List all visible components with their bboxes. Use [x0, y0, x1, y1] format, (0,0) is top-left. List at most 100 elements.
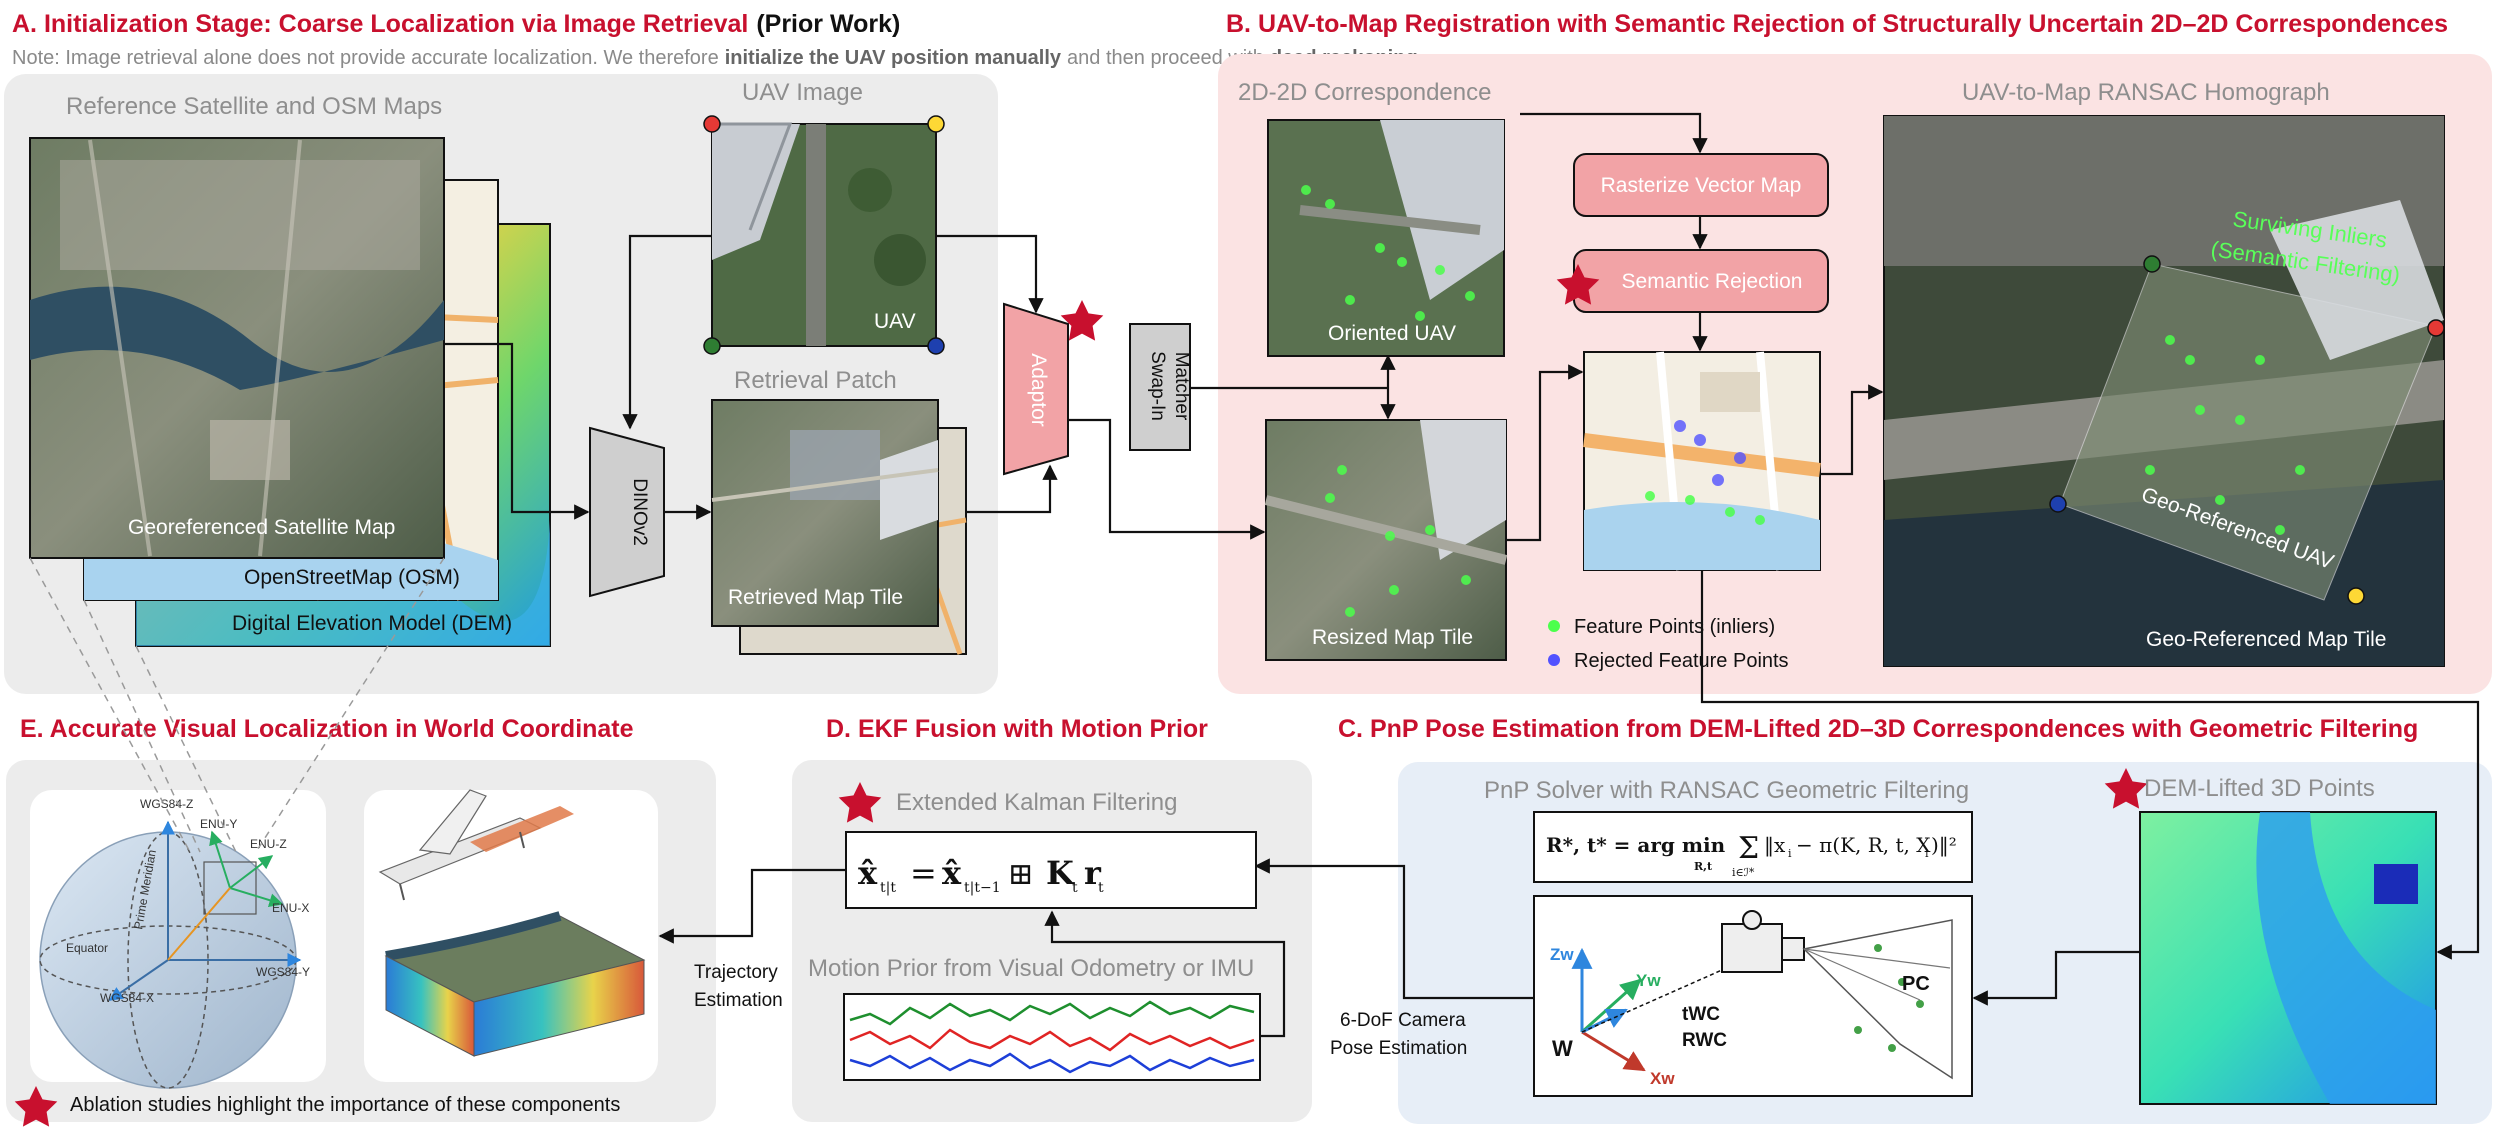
- arrow-top-to-rasterize: [1520, 112, 1708, 154]
- terrain-model: [384, 911, 646, 1057]
- svg-text:t|t−1: t|t−1: [964, 880, 1001, 896]
- svg-text:t: t: [1098, 880, 1104, 896]
- axis-xw: [1581, 1030, 1646, 1072]
- section-a-note: Note: Image retrieval alone does not pro…: [12, 47, 1423, 69]
- arrow-dem-to-pnp: [1972, 950, 2140, 1006]
- uav-corner-green: [703, 337, 721, 355]
- dem-lifted-title: DEM-Lifted 3D Points: [2144, 775, 2375, 802]
- ekf-star-icon: [838, 782, 882, 823]
- geo-tile-label: Geo-Referenced Map Tile: [2146, 628, 2386, 651]
- legend-rejected-dot: [1548, 654, 1560, 666]
- pnp-formula: R*, t* = arg min R,t Σ i∈ℐ* ‖x i − π(K, …: [1546, 831, 1957, 879]
- svg-text:=: =: [910, 854, 937, 892]
- swap-in-label-2: Matcher: [1171, 352, 1192, 421]
- swap-in-label-1: Swap-In: [1147, 351, 1168, 421]
- pnp-title: PnP Solver with RANSAC Geometric Filteri…: [1484, 777, 1969, 804]
- section-b-title: B. UAV-to-Map Registration with Semantic…: [1226, 10, 2448, 38]
- adaptor-label: Adaptor: [1027, 353, 1050, 427]
- ekf-formula: x̂ t|t = x̂ t|t−1 ⊞ K t r t: [858, 854, 1104, 896]
- wgs84-y-label: WGS84-Y: [256, 965, 310, 979]
- ekf-title: Extended Kalman Filtering: [896, 789, 1177, 816]
- arrow-motion-to-ekf: [1044, 910, 1286, 1038]
- section-e-title: E. Accurate Visual Localization in World…: [20, 715, 634, 743]
- enu-x-label: ENU-X: [272, 901, 309, 915]
- axis-zw-label: Zw: [1550, 945, 1574, 964]
- surviving-inlier-points: [2145, 335, 2305, 535]
- homograph-corner-green: [2143, 255, 2161, 273]
- motion-prior-title: Motion Prior from Visual Odometry or IMU: [808, 955, 1254, 982]
- satellite-map-layer: [29, 137, 445, 559]
- arrow-adaptor-to-resized: [1068, 418, 1266, 540]
- pnp-formula-box: [1533, 811, 1973, 883]
- oriented-uav-label: Oriented UAV: [1328, 322, 1456, 345]
- oriented-uav-image: [1267, 119, 1505, 357]
- svg-text:i: i: [1925, 847, 1929, 860]
- correspondence-feature-points: [1301, 185, 1475, 617]
- semantic-rejection-label: Semantic Rejection: [1622, 270, 1803, 293]
- wgs84-x-label: WGS84-X: [100, 991, 154, 1005]
- rasterize-label: Rasterize Vector Map: [1601, 174, 1802, 197]
- uav-corner-red: [703, 115, 721, 133]
- enu-y-label: ENU-Y: [200, 817, 237, 831]
- motion-signal-red: [849, 1028, 1255, 1052]
- resized-tile-label: Resized Map Tile: [1312, 626, 1473, 649]
- svg-text:K: K: [1046, 854, 1075, 892]
- axis-translation: [1581, 969, 1723, 1033]
- section-a-title: A. Initialization Stage: Coarse Localiza…: [12, 10, 900, 38]
- globe-icon: [39, 820, 302, 1089]
- homograph-title: UAV-to-Map RANSAC Homograph: [1962, 79, 2330, 106]
- adaptor-block: [1003, 302, 1069, 476]
- osm-label: OpenStreetMap (OSM): [244, 566, 460, 589]
- semantic-rejection-star-icon: [1556, 264, 1600, 305]
- homograph-image: [1883, 115, 2445, 667]
- arrow-retrieval-to-adaptor: [966, 464, 1058, 514]
- wgs84-z-label: WGS84-Z: [140, 797, 193, 811]
- motion-signal-green: [849, 1000, 1255, 1026]
- dem-label: Digital Elevation Model (DEM): [232, 612, 512, 635]
- ekf-formula-box: [845, 831, 1257, 909]
- dinov2-block: [589, 426, 665, 598]
- satellite-label: Georeferenced Satellite Map: [128, 516, 395, 539]
- projection-line-4: [255, 557, 445, 853]
- svg-text:‖x: ‖x: [1764, 833, 1786, 858]
- trajectory-label-1: Trajectory: [694, 962, 778, 983]
- arrow-pnp-to-ekf: [1254, 858, 1534, 1000]
- section-c-title: C. PnP Pose Estimation from DEM-Lifted 2…: [1338, 715, 2418, 743]
- projected-points: [1854, 944, 1924, 1052]
- homograph-corner-red: [2427, 319, 2445, 337]
- homograph-corner-blue: [2049, 495, 2067, 513]
- section-d-title: D. EKF Fusion with Motion Prior: [826, 715, 1208, 743]
- resized-map-tile-image: [1264, 419, 1508, 661]
- uav-label: UAV: [874, 310, 916, 333]
- legend-rejected-label: Rejected Feature Points: [1574, 650, 1789, 672]
- axis-yw-label: Yw: [1636, 971, 1661, 990]
- svg-text:⊞: ⊞: [1008, 857, 1033, 892]
- rasterized-osm-image: [1583, 351, 1821, 571]
- arrow-uav-to-dinov2: [622, 234, 712, 430]
- axis-yw: [1580, 978, 1642, 1034]
- uav-corner-blue: [927, 337, 945, 355]
- svg-text:i∈ℐ*: i∈ℐ*: [1732, 866, 1755, 879]
- ref-maps-title: Reference Satellite and OSM Maps: [66, 93, 442, 120]
- arrow-uav-to-adaptor: [936, 234, 1044, 314]
- retrieval-patch-stack: [711, 399, 967, 655]
- svg-text:)‖²: )‖²: [1931, 833, 1957, 858]
- axis-w-label: W: [1552, 1036, 1573, 1061]
- equator-label: Equator: [66, 941, 108, 955]
- legend-inliers-label: Feature Points (inliers): [1574, 616, 1775, 638]
- uav-image-title: UAV Image: [742, 79, 863, 106]
- adaptor-star-icon: [1060, 300, 1104, 341]
- svg-text:Σ: Σ: [1738, 831, 1759, 866]
- swap-in-matcher-block: [1129, 323, 1191, 451]
- ablation-note: Ablation studies highlight the importanc…: [70, 1094, 620, 1116]
- uav-corner-yellow: [927, 115, 945, 133]
- pose-estimation-label-2: Pose Estimation: [1330, 1038, 1467, 1059]
- camera-icon: [1721, 910, 1953, 1080]
- ablation-star-icon: [14, 1086, 58, 1127]
- point-pc-label: PC: [1902, 973, 1930, 995]
- retrieved-tile-label: Retrieved Map Tile: [728, 586, 903, 609]
- raster-inlier-points: [1645, 491, 1765, 525]
- svg-text:R*, t* = arg min: R*, t* = arg min: [1546, 833, 1726, 857]
- t-wc-label: tWC: [1682, 1004, 1720, 1025]
